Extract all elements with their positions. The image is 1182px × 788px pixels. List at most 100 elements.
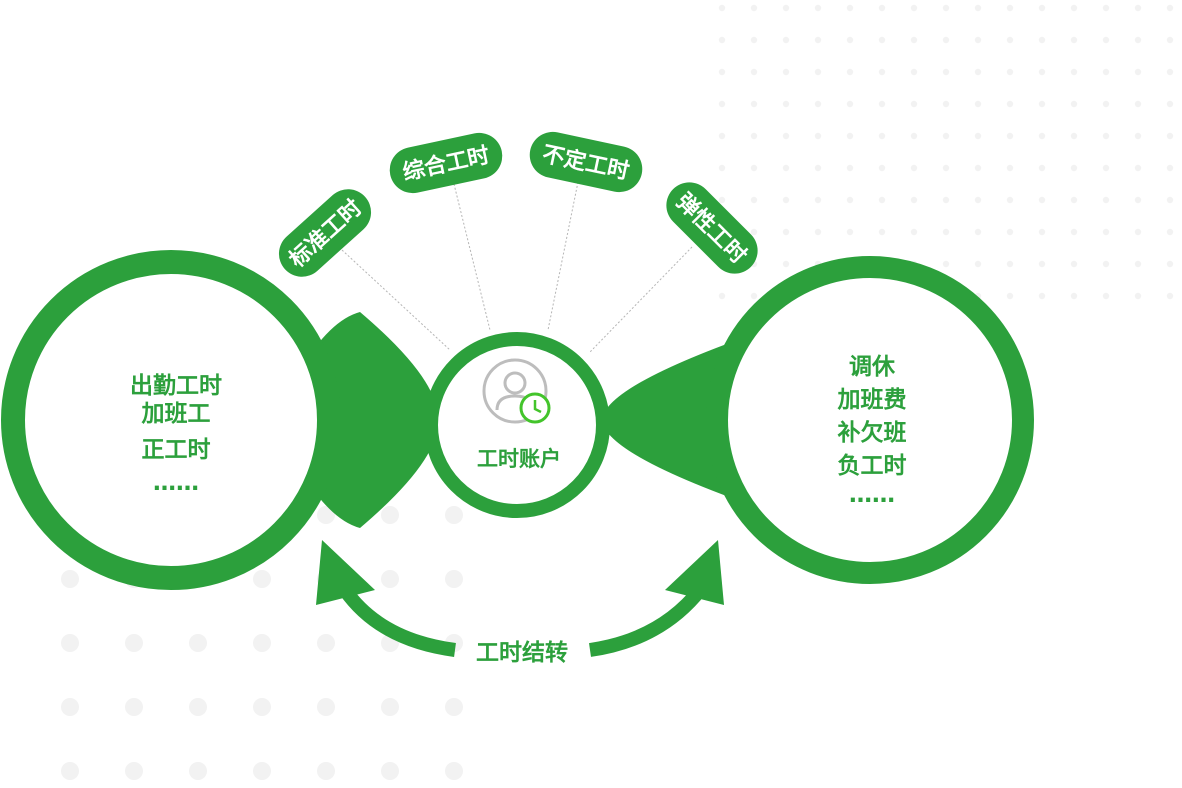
background-dot (1038, 68, 1046, 76)
background-dot (1102, 228, 1110, 236)
background-dot (974, 100, 982, 108)
background-dot (125, 762, 143, 780)
background-dot (1070, 164, 1078, 172)
background-dot (718, 36, 726, 44)
background-dot (1038, 36, 1046, 44)
type-pill: 综合工时 (389, 132, 503, 194)
background-dot (1134, 196, 1142, 204)
background-dot (253, 762, 271, 780)
background-dot (253, 634, 271, 652)
background-dot (814, 132, 822, 140)
background-dot (317, 762, 335, 780)
background-dot (910, 196, 918, 204)
background-dot (878, 100, 886, 108)
account-label: 工时账户 (477, 447, 561, 471)
background-dot (878, 196, 886, 204)
background-dot (878, 228, 886, 236)
background-dot (1006, 228, 1014, 236)
background-dot (1102, 4, 1110, 12)
background-dot (846, 68, 854, 76)
background-dot (782, 100, 790, 108)
background-dot (1006, 4, 1014, 12)
background-dot (381, 698, 399, 716)
background-dot (878, 4, 886, 12)
background-dot (718, 132, 726, 140)
earn-item: …… (153, 470, 199, 496)
background-dot (974, 36, 982, 44)
earn-item: 加班工 (141, 401, 211, 427)
background-dot (189, 762, 207, 780)
background-dot (1006, 196, 1014, 204)
background-dot (1006, 100, 1014, 108)
background-dot (1070, 100, 1078, 108)
background-dot (1070, 292, 1078, 300)
background-dot (445, 570, 463, 588)
background-dot (942, 36, 950, 44)
background-dot (750, 4, 758, 12)
background-dot (1070, 228, 1078, 236)
background-dot (1166, 228, 1174, 236)
background-dot (1038, 292, 1046, 300)
background-dot (782, 132, 790, 140)
background-dot (1134, 228, 1142, 236)
background-dot (1102, 36, 1110, 44)
background-dot (317, 634, 335, 652)
background-dot (189, 634, 207, 652)
background-dot (1038, 196, 1046, 204)
background-dot (1070, 132, 1078, 140)
background-dot (750, 132, 758, 140)
background-dot (253, 570, 271, 588)
background-dot (974, 260, 982, 268)
background-dot (1006, 164, 1014, 172)
background-dot (1134, 36, 1142, 44)
background-dot (878, 68, 886, 76)
background-dot (910, 228, 918, 236)
background-dot (1134, 292, 1142, 300)
background-dot (814, 196, 822, 204)
background-dot (1102, 292, 1110, 300)
background-dot (942, 132, 950, 140)
background-dot (846, 100, 854, 108)
background-dot (910, 132, 918, 140)
background-dot (782, 260, 790, 268)
earn-item: 正工时 (142, 437, 211, 463)
connector-lines (341, 179, 693, 353)
background-dot (1166, 164, 1174, 172)
background-dot (1134, 68, 1142, 76)
background-dot (782, 196, 790, 204)
background-dot (782, 4, 790, 12)
background-dot (878, 164, 886, 172)
background-dot (1006, 132, 1014, 140)
spend-item: …… (849, 482, 895, 508)
spend-circle (706, 256, 1034, 584)
background-dot (942, 100, 950, 108)
background-dot (1102, 196, 1110, 204)
spend-item: 加班费 (837, 387, 907, 413)
arrowhead-left-icon (316, 540, 375, 605)
background-dot (814, 100, 822, 108)
background-dot (750, 228, 758, 236)
background-dot (381, 506, 399, 524)
background-dot (782, 164, 790, 172)
background-dot (846, 132, 854, 140)
spend-item: 负工时 (838, 453, 907, 479)
background-dot (445, 506, 463, 524)
background-dot (445, 762, 463, 780)
background-dot (125, 698, 143, 716)
background-dot (1006, 260, 1014, 268)
background-dot (1070, 68, 1078, 76)
background-dot (1038, 260, 1046, 268)
background-dot (782, 228, 790, 236)
background-dot (846, 36, 854, 44)
background-dot (1134, 4, 1142, 12)
background-dot (718, 100, 726, 108)
background-dot (1134, 132, 1142, 140)
background-dot (718, 196, 726, 204)
background-dot (846, 228, 854, 236)
background-dot (942, 260, 950, 268)
background-dot (1006, 36, 1014, 44)
background-dot (1070, 260, 1078, 268)
background-dot (718, 4, 726, 12)
background-dot (1134, 164, 1142, 172)
